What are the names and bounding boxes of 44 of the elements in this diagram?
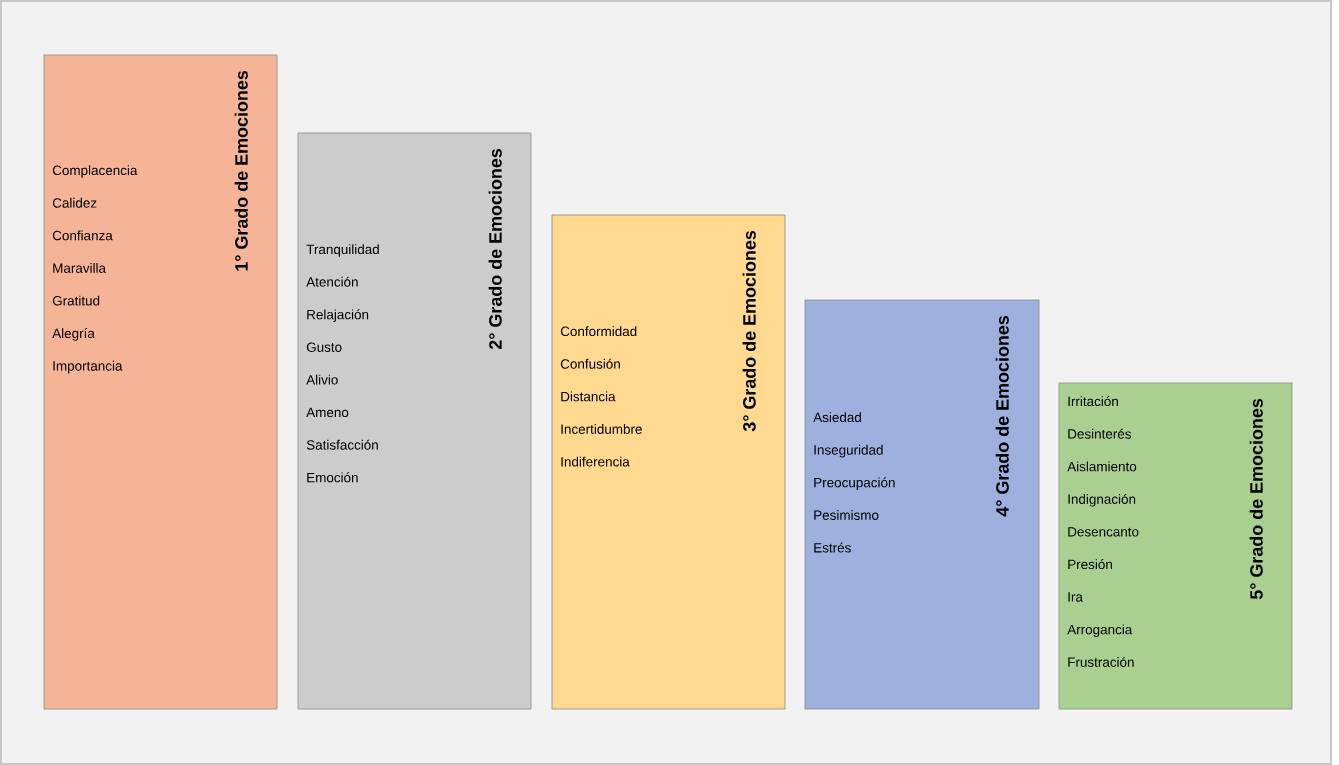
emotion-word: Estrés [814, 542, 851, 553]
column-heading: 2° Grado de Emociones [488, 148, 502, 350]
emotion-word: Calidez [52, 197, 97, 208]
emotion-word: Confusión [560, 358, 620, 369]
column-heading: 4° Grado de Emociones [995, 315, 1009, 517]
emotion-word: Pesimismo [814, 510, 879, 520]
emotion-word: Confianza [52, 230, 113, 241]
emotion-word: Emoción [307, 472, 358, 483]
emotion-word: Satisfacción [306, 439, 378, 450]
emotion-word: Arrogancia [1067, 624, 1133, 637]
emotion-word: Ameno [306, 407, 349, 418]
emotion-word: Preocupación [814, 477, 895, 490]
emotion-word: Presión [1068, 559, 1112, 570]
emotion-column [297, 132, 532, 710]
emotion-word: Indignación [1068, 493, 1136, 507]
emotion-word: Incertidumbre [561, 424, 642, 434]
emotion-word: Distancia [561, 391, 616, 402]
emotion-word: Frustración [1068, 656, 1134, 667]
emotion-column [804, 299, 1040, 710]
emotion-word: Asiedad [813, 412, 861, 423]
emotion-word: Tranquilidad [306, 244, 379, 257]
emotion-column [1058, 382, 1293, 710]
emotion-column [43, 54, 278, 710]
emotion-word: Gratitud [52, 295, 100, 306]
column-heading: 1° Grado de Emociones [234, 70, 248, 271]
emotion-word: Maravilla [53, 263, 106, 273]
emotion-word: Inseguridad [814, 444, 883, 458]
emotion-word: Conformidad [560, 326, 637, 337]
emotion-word: Desencanto [1068, 527, 1139, 537]
emotion-word: Irritación [1068, 396, 1118, 407]
emotion-word: Importancia [53, 360, 123, 374]
emotion-word: Alivio [306, 374, 338, 385]
emotion-word: Indiferencia [561, 456, 630, 467]
emotion-word: Relajación [307, 309, 369, 322]
emotion-word: Atención [306, 276, 358, 287]
column-heading: 5° Grado de Emociones [1249, 398, 1263, 600]
emotion-word: Aislamiento [1067, 461, 1137, 472]
emotion-word: Desinterés [1068, 428, 1131, 439]
emotion-word: Ira [1068, 592, 1083, 602]
emotion-word: Alegría [52, 328, 95, 341]
emotion-word: Gusto [306, 342, 342, 352]
emotion-column [551, 214, 786, 710]
emotion-word: Complacencia [52, 165, 138, 178]
column-heading: 3° Grado de Emociones [742, 230, 756, 432]
